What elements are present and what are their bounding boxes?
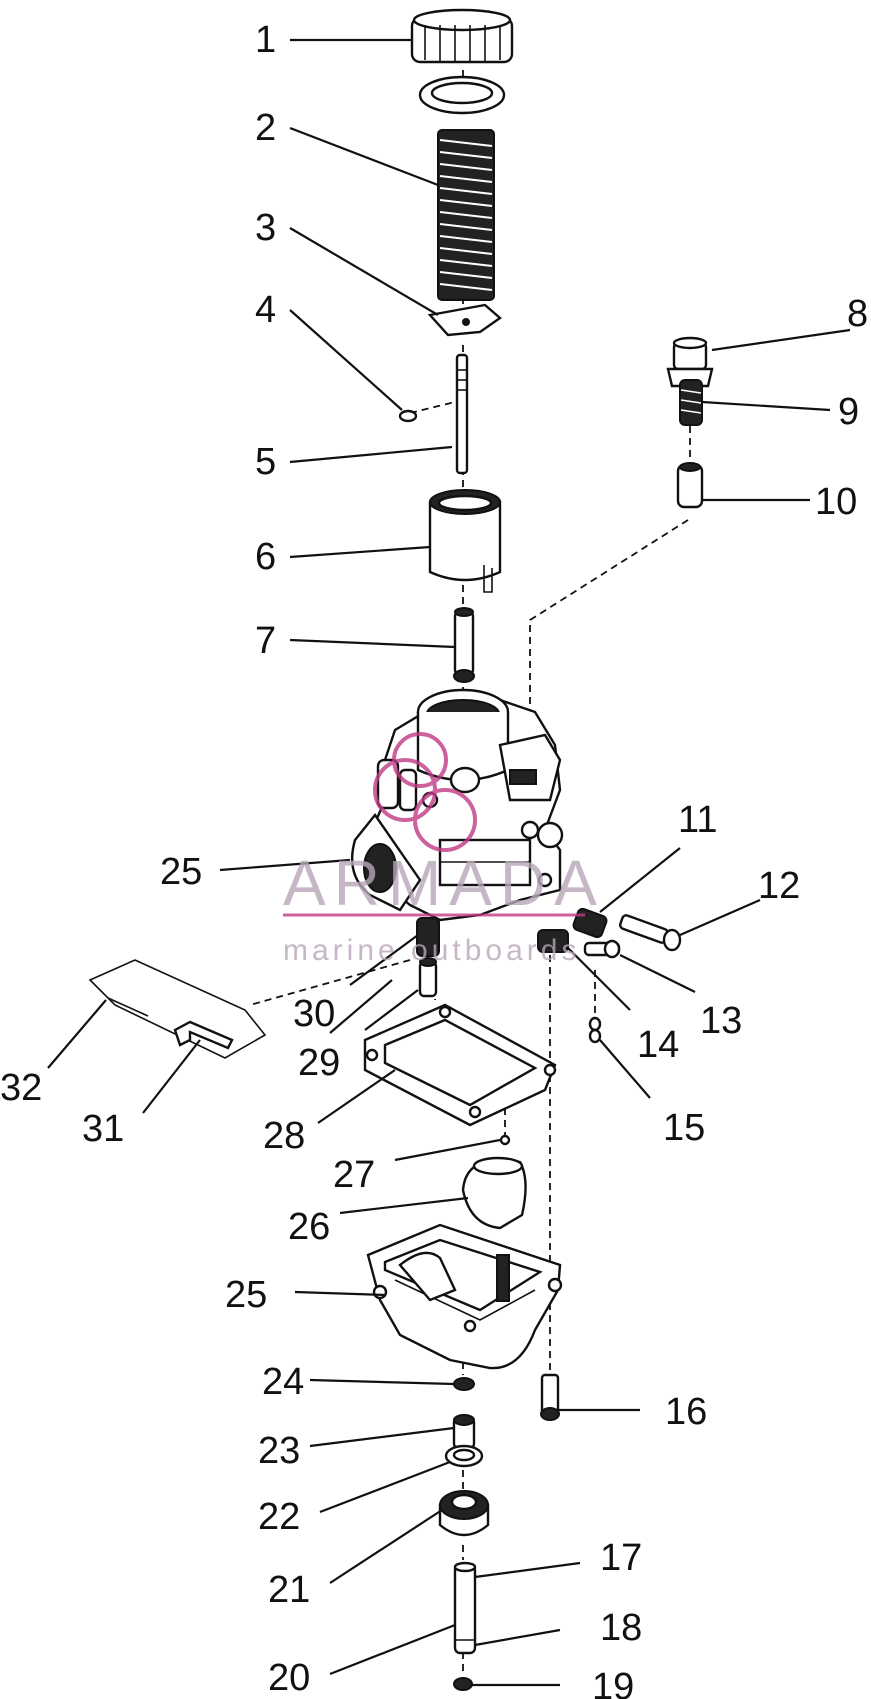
leader-lines <box>47 38 851 1687</box>
part-23-main-jet <box>452 1414 476 1450</box>
watermark-brand: ARMADA <box>283 847 605 919</box>
callout-6: 6 <box>255 536 276 578</box>
callout-25-lower: 25 <box>225 1274 267 1316</box>
callout-3: 3 <box>255 207 276 249</box>
part-9-spring <box>679 379 703 426</box>
part-24-washer <box>453 1377 475 1391</box>
part-20-holder <box>453 1561 477 1655</box>
callout-32: 32 <box>0 1067 42 1109</box>
cap-gasket-ring <box>418 75 506 115</box>
part-25-float-bowl <box>366 1223 563 1370</box>
callout-12: 12 <box>758 865 800 907</box>
callout-26: 26 <box>288 1206 330 1248</box>
carburetor-body <box>351 688 564 922</box>
part-32-sheet <box>88 959 267 1059</box>
callout-27: 27 <box>333 1154 375 1196</box>
part-29-jet <box>418 957 438 998</box>
watermark: ARMADA marine outboards <box>283 732 605 967</box>
part-7-needle-jet <box>453 607 475 683</box>
part-27-pin <box>499 1134 511 1146</box>
callout-23: 23 <box>258 1430 300 1472</box>
watermark-logo-icon <box>373 732 477 852</box>
callout-29: 29 <box>298 1042 340 1084</box>
part-14-spring <box>537 929 569 953</box>
part-13-screw <box>583 939 621 959</box>
callout-19: 19 <box>592 1666 634 1699</box>
callout-15: 15 <box>663 1107 705 1149</box>
part-4-clip <box>398 409 418 423</box>
part-26-float <box>461 1156 527 1230</box>
callout-2: 2 <box>255 107 276 149</box>
callout-18: 18 <box>600 1607 642 1649</box>
part-5-jet-needle <box>455 353 469 475</box>
watermark-tagline: marine outboards <box>283 934 580 967</box>
callout-31: 31 <box>82 1108 124 1150</box>
part-19-washer <box>453 1677 473 1691</box>
callout-20: 20 <box>268 1657 310 1699</box>
callout-25-upper: 25 <box>160 851 202 893</box>
part-22-o-ring <box>444 1444 484 1468</box>
callout-4: 4 <box>255 289 276 331</box>
callout-28: 28 <box>263 1115 305 1157</box>
part-16-screw <box>540 1373 560 1421</box>
part-12-screw <box>618 914 682 952</box>
callout-16: 16 <box>665 1391 707 1433</box>
part-8-fitting <box>666 336 714 388</box>
callout-labels: 1 2 3 4 5 6 7 8 9 10 11 12 13 14 15 16 1… <box>0 19 868 1699</box>
part-2-spring <box>437 129 495 301</box>
callout-5: 5 <box>255 441 276 483</box>
callout-24: 24 <box>262 1361 304 1403</box>
part-10-plunger <box>676 462 704 509</box>
part-21-drain-plug <box>438 1490 490 1537</box>
callout-22: 22 <box>258 1496 300 1538</box>
callout-30: 30 <box>293 993 335 1035</box>
callout-11: 11 <box>678 799 717 841</box>
part-31-clip <box>173 1020 234 1050</box>
part-3-retainer-plate <box>427 303 502 337</box>
part-15-o-ring <box>588 1016 602 1044</box>
callout-1: 1 <box>255 19 276 61</box>
callout-7: 7 <box>255 620 276 662</box>
callout-21: 21 <box>268 1569 310 1611</box>
callout-9: 9 <box>838 391 859 433</box>
callout-8: 8 <box>847 293 868 335</box>
callout-17: 17 <box>600 1537 642 1579</box>
callout-10: 10 <box>815 481 857 523</box>
callout-14: 14 <box>637 1024 679 1066</box>
part-1-cap <box>410 8 514 64</box>
part-28-gasket <box>363 1003 557 1127</box>
callout-13: 13 <box>700 1000 742 1042</box>
part-6-throttle-valve <box>428 489 502 593</box>
